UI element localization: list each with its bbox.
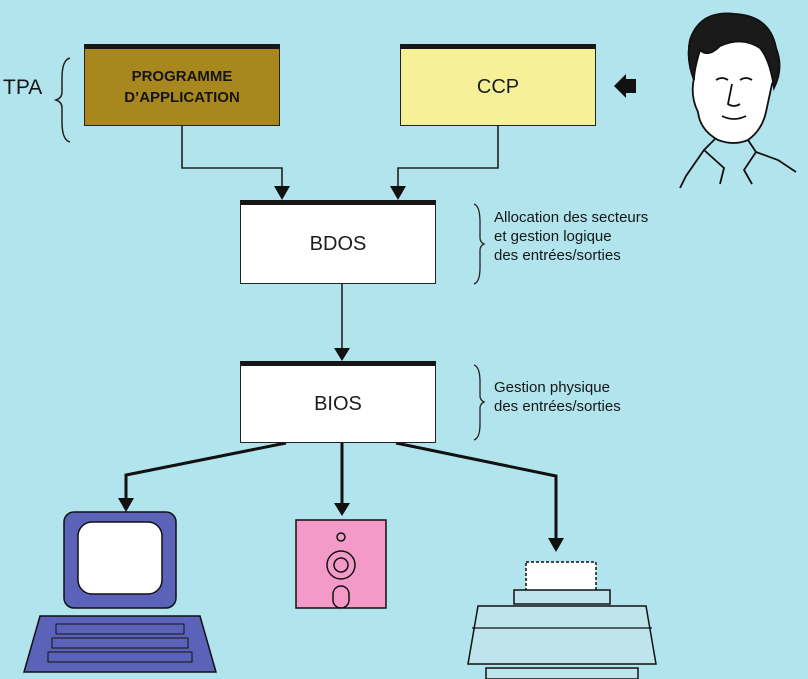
connector-ccp-bdos	[397, 126, 499, 192]
printer-icon	[467, 561, 657, 679]
bios-note-line2: des entrées/sorties	[494, 398, 621, 415]
arrowhead-bios-terminal	[118, 498, 134, 512]
user-portrait-icon	[679, 12, 797, 189]
bios-note-brace	[473, 364, 486, 441]
arrowhead-bdos-bios	[334, 348, 350, 361]
connector-programme-bdos	[181, 126, 283, 192]
connector-bios-printer	[395, 441, 558, 540]
tpa-brace	[53, 57, 71, 143]
ccp-box: CCP	[400, 44, 596, 126]
floppy-disk-icon	[295, 519, 387, 609]
arrowhead-ccp-bdos	[390, 186, 406, 200]
bdos-note: Allocation des secteurs et gestion logiq…	[494, 208, 648, 265]
application-program-label-line2: D’APPLICATION	[124, 89, 240, 106]
bdos-label: BDOS	[309, 232, 367, 255]
application-program-label-line1: PROGRAMME	[131, 68, 233, 85]
bios-note-line1: Gestion physique	[494, 379, 610, 396]
connector-bios-terminal	[124, 441, 287, 500]
bdos-box: BDOS	[240, 200, 436, 284]
bdos-note-brace	[473, 203, 486, 285]
terminal-icon	[23, 511, 217, 673]
bdos-note-line3: des entrées/sorties	[494, 247, 621, 264]
arrowhead-bios-diskette	[334, 503, 350, 516]
bdos-note-line2: et gestion logique	[494, 228, 612, 245]
arrowhead-programme-bdos	[274, 186, 290, 200]
bdos-note-line1: Allocation des secteurs	[494, 209, 649, 226]
tpa-label: TPA	[3, 76, 43, 99]
bios-note: Gestion physique des entrées/sorties	[494, 378, 621, 416]
arrowhead-bios-printer	[548, 538, 564, 552]
bios-box: BIOS	[240, 361, 436, 443]
application-program-box: PROGRAMME D’APPLICATION	[84, 44, 280, 126]
input-arrow-icon	[614, 74, 636, 98]
ccp-label: CCP	[476, 75, 520, 98]
bios-label: BIOS	[314, 392, 362, 415]
